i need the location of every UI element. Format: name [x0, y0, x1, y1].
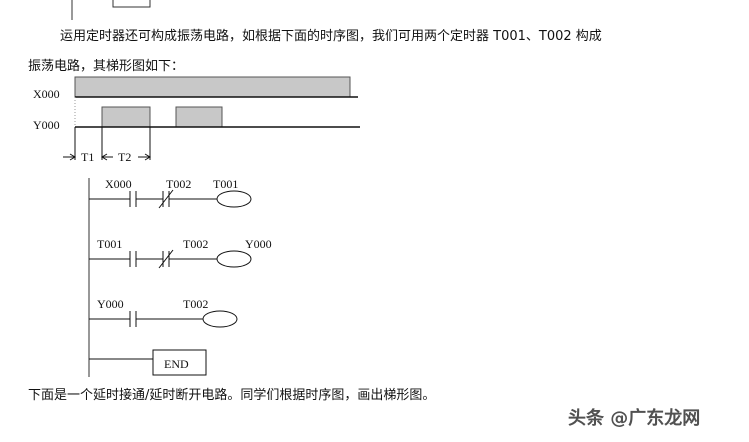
arrow-icon — [138, 153, 151, 161]
rung-1 — [89, 189, 252, 209]
contact-label: Y000 — [97, 297, 124, 311]
coil-label: Y000 — [245, 237, 272, 251]
timing-label-y000: Y000 — [33, 118, 60, 132]
contact-label: T002 — [183, 237, 208, 251]
y000-pulse — [101, 106, 151, 128]
coil-label: T002 — [183, 297, 208, 311]
rung-3 — [89, 310, 238, 328]
watermark: 头条 @广东龙网 — [568, 408, 701, 429]
ladder-diagram — [88, 178, 252, 377]
end-label: END — [164, 357, 189, 371]
paragraph-1-line-1: 运用定时器还可构成振荡电路，如根据下面的时序图，我们可用两个定时器 T001、T… — [60, 29, 602, 44]
paragraph-2: 下面是一个延时接通/延时断开电路。同学们根据时序图，画出梯形图。 — [28, 388, 436, 403]
coil-label: T001 — [213, 177, 238, 191]
interval-t1: T1 — [81, 150, 94, 164]
end-box — [152, 349, 207, 376]
x000-pulse — [74, 76, 351, 98]
timing-label-x000: X000 — [33, 87, 60, 101]
arrow-icon — [63, 153, 76, 161]
prev-end-box-fragment — [112, 0, 151, 8]
y000-pulse — [175, 106, 223, 128]
interval-t2: T2 — [118, 150, 131, 164]
paragraph-1-line-2: 振荡电路，其梯形图如下： — [28, 59, 185, 74]
rung-2 — [89, 249, 252, 269]
arrow-icon — [101, 153, 113, 161]
contact-label: X000 — [105, 177, 132, 191]
contact-label: T002 — [166, 177, 191, 191]
contact-label: T001 — [97, 237, 122, 251]
timing-diagram: X000 Y000 T1 T2 — [33, 76, 360, 164]
